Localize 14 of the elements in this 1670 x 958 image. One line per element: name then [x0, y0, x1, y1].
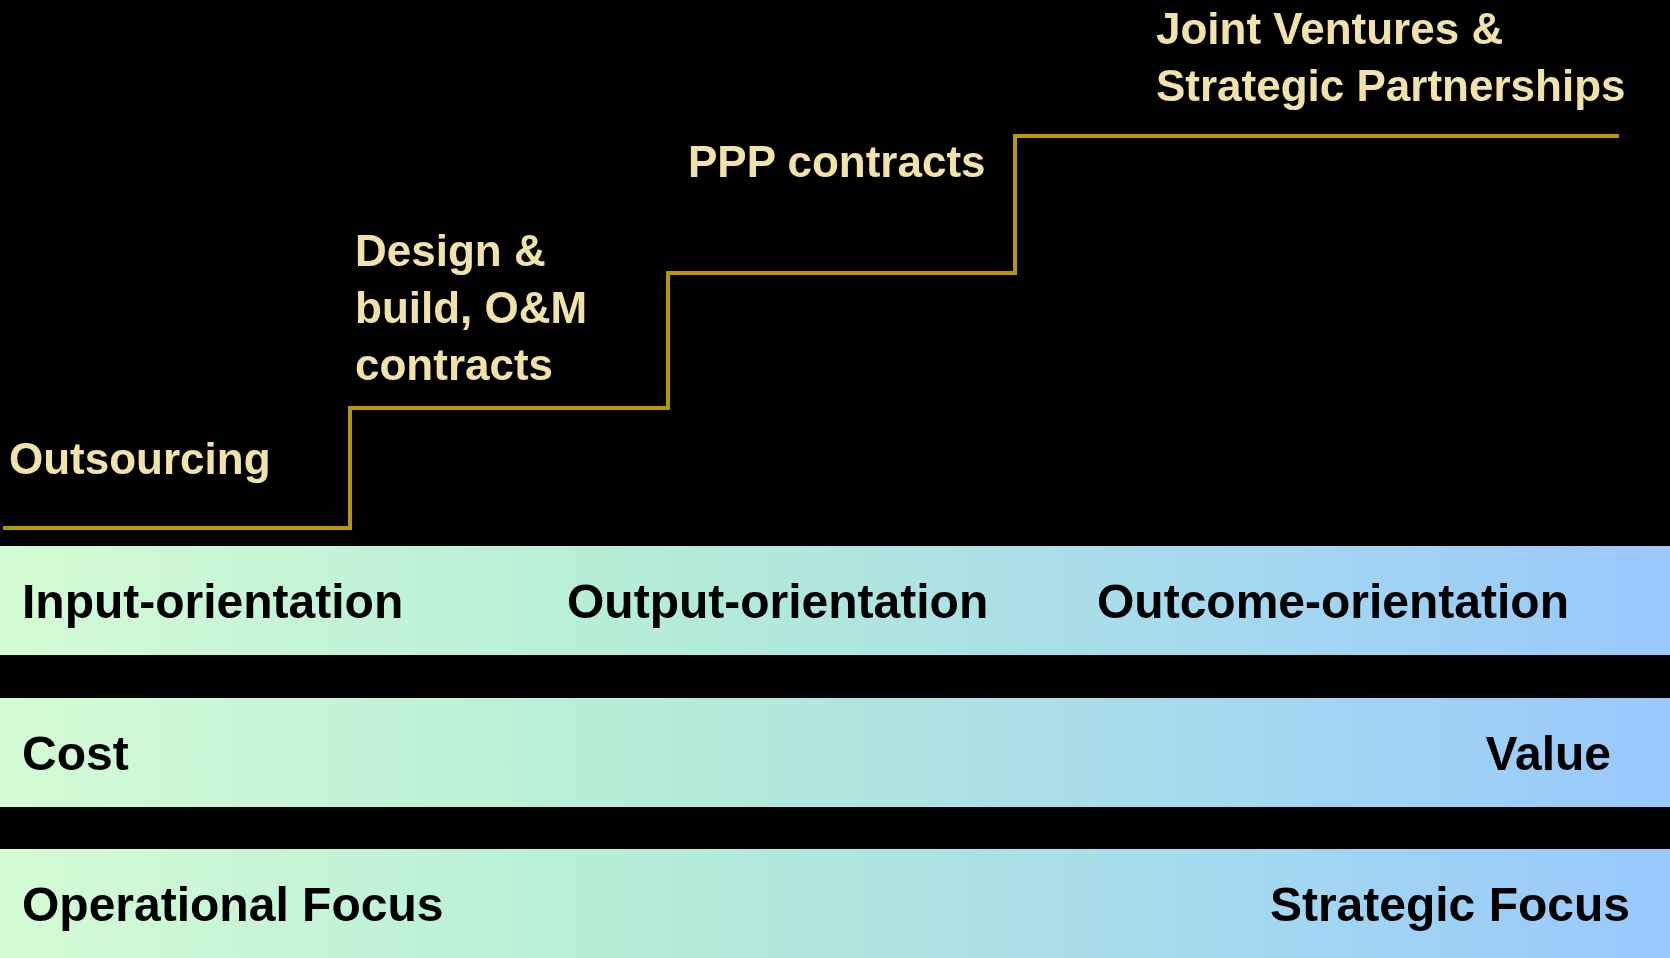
band-label: Cost [22, 725, 129, 780]
band-label: Outcome-orientation [1097, 573, 1569, 628]
gradient-band [0, 849, 1670, 958]
band-label: Input-orientation [22, 573, 404, 628]
step-label: PPP contracts [688, 136, 987, 188]
band-label: Output-orientation [567, 573, 989, 628]
step-label: Outsourcing [9, 433, 272, 485]
gradient-band [0, 698, 1670, 807]
band-label: Strategic Focus [1269, 876, 1630, 931]
band-label: Value [1485, 725, 1611, 780]
step-label: Design & build, O&M contracts [355, 225, 589, 391]
gradient-band [0, 546, 1670, 655]
step-label: Joint Ventures & Strategic Partnerships [1156, 3, 1627, 112]
band-label: Operational Focus [22, 876, 444, 931]
